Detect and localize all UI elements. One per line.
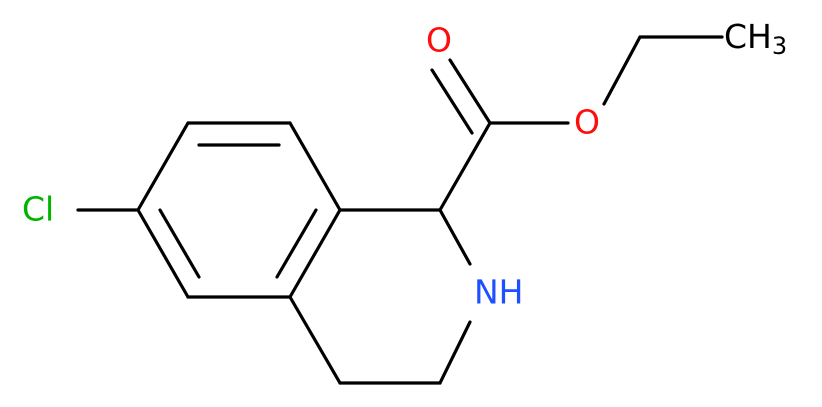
bond-c6-c7-inner — [275, 208, 318, 279]
bond-c6-c7 — [288, 208, 342, 299]
bond-n-c3r — [438, 320, 472, 385]
bonds — [76, 35, 724, 385]
methyl-subscript: 3 — [772, 32, 787, 60]
bond-c5-c6 — [288, 121, 342, 212]
bond-c8-c3 — [136, 208, 190, 299]
atom-labels: Cl NH O O CH3 — [22, 17, 787, 312]
ester-oxygen-label: O — [574, 103, 600, 142]
bond-c4r-c7 — [288, 295, 342, 385]
methyl-group-label: CH3 — [724, 17, 787, 61]
bond-carbonyl-o-double-b — [430, 68, 474, 135]
bond-c8-c3-inner — [158, 208, 201, 279]
bond-c3-c4 — [136, 121, 190, 212]
bond-c1-carbonyl — [438, 121, 492, 212]
chlorine-atom-label: Cl — [22, 190, 54, 229]
bond-c1-n — [438, 208, 472, 266]
nitrogen-atom-label: NH — [474, 273, 524, 312]
carbonyl-oxygen-label: O — [426, 21, 452, 60]
methyl-ch-text: CH — [724, 17, 772, 56]
bond-ester-o-ch2 — [602, 35, 642, 106]
bond-carbonyl-o-double-a — [448, 58, 492, 125]
